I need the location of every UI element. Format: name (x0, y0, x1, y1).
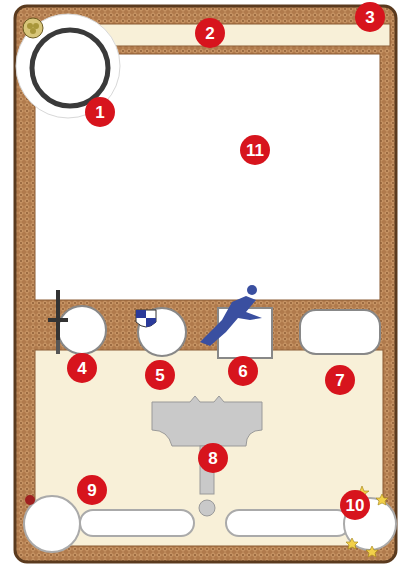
callout-number: 4 (67, 353, 97, 383)
callout-text: 1 (95, 104, 104, 121)
callout-text: 6 (238, 363, 247, 380)
speed-stat (200, 285, 272, 358)
callout-number: 9 (77, 475, 107, 505)
callout-text: 9 (87, 482, 96, 499)
callout-text: 2 (205, 25, 214, 42)
callout-number: 11 (240, 135, 270, 165)
callout-number: 6 (228, 356, 258, 386)
attack-stat (48, 290, 106, 354)
callout-number: 1 (85, 97, 115, 127)
coin-icon (23, 18, 43, 38)
callout-text: 11 (246, 142, 264, 159)
callout-text: 8 (208, 450, 217, 467)
callout-number: 3 (355, 2, 385, 32)
card-frame (15, 6, 396, 562)
text-area (35, 350, 383, 546)
callout-text: 4 (77, 360, 86, 377)
callout-number: 7 (325, 365, 355, 395)
extra-stat (300, 310, 380, 354)
callout-number: 10 (340, 490, 370, 520)
emblem (152, 396, 262, 516)
callout-text: 5 (155, 367, 164, 384)
callout-number: 2 (195, 18, 225, 48)
bottom-left-slot (24, 495, 194, 552)
bottom-right-slot (226, 486, 396, 557)
callout-number: 8 (198, 443, 228, 473)
callout-text: 3 (365, 9, 374, 26)
title-banner (90, 24, 390, 46)
defense-stat (136, 308, 186, 356)
cost-ring (32, 30, 108, 106)
callout-text: 10 (346, 497, 365, 514)
callout-text: 7 (335, 372, 344, 389)
callout-number: 5 (145, 360, 175, 390)
